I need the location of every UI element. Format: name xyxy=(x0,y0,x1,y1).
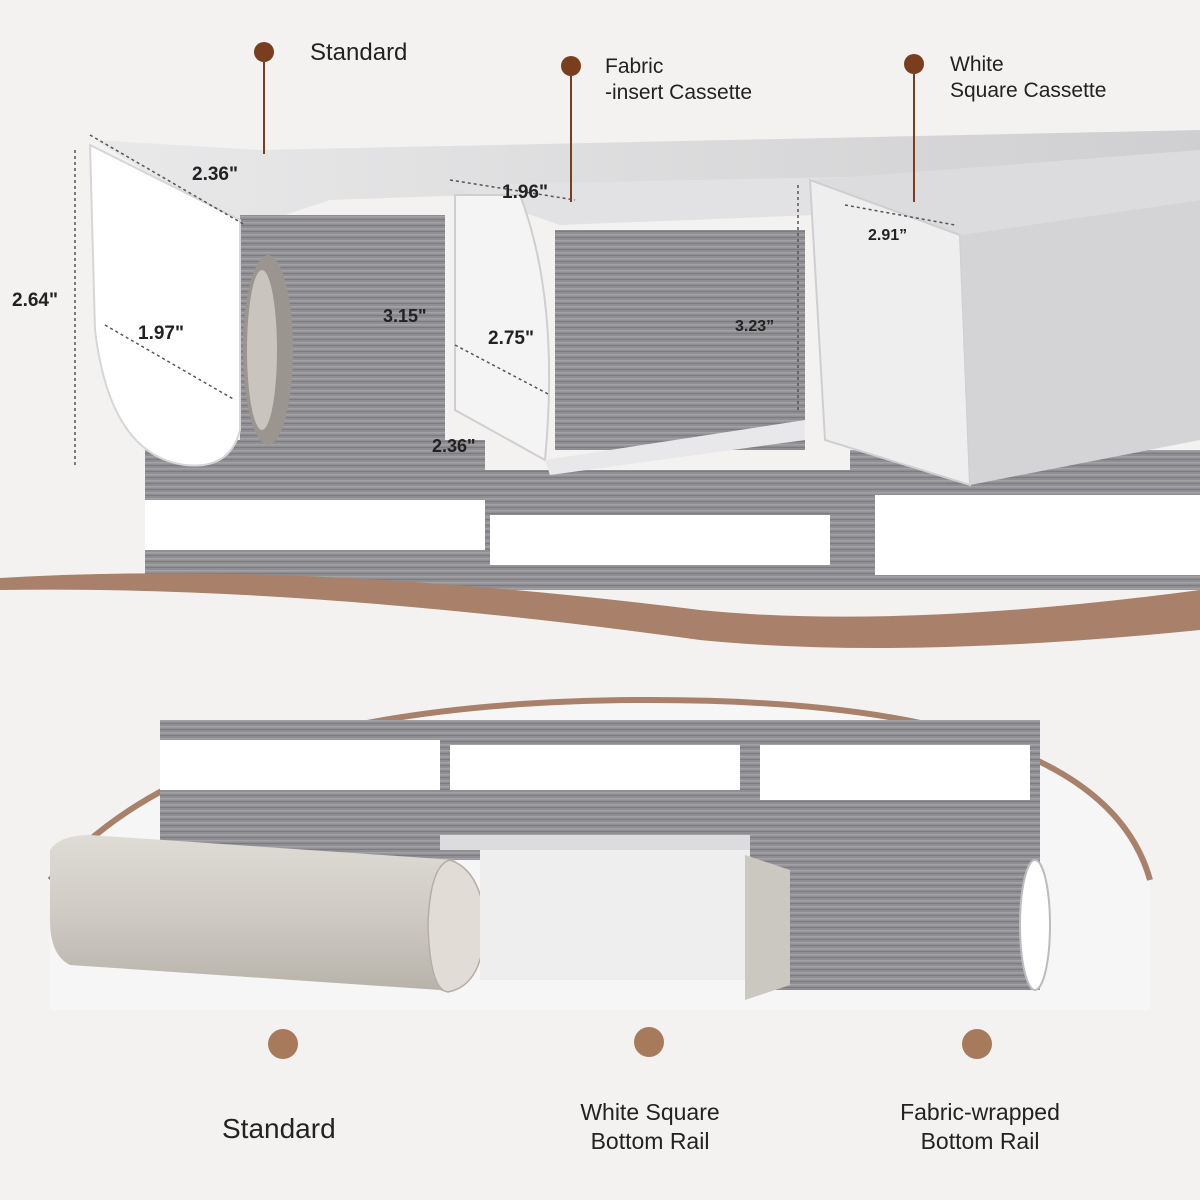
fabric-insert-cassette-leader xyxy=(570,76,572,202)
white-square-line1: White xyxy=(950,53,1004,76)
white-square-cassette xyxy=(808,150,1200,487)
standard-cassette xyxy=(88,130,1200,467)
fabric-insert-line1: Fabric xyxy=(605,55,664,78)
standard-cassette-leader xyxy=(263,62,265,154)
white-square-rail-line2: Bottom Rail xyxy=(590,1127,710,1154)
fabric-wrapped-bottom-rail xyxy=(1019,859,1051,991)
fabric-insert-cassette-label: Fabric -insert Cassette xyxy=(605,54,752,107)
section-divider-arc xyxy=(0,573,1200,648)
white-square-cassette-label: White Square Cassette xyxy=(950,52,1106,105)
white-square-line2: Square Cassette xyxy=(950,79,1107,103)
fabric-wrapped-rail-marker xyxy=(962,1029,992,1059)
dim-standard-depth: 2.36" xyxy=(192,164,238,185)
white-square-rail-label: White Square Bottom Rail xyxy=(560,1098,740,1156)
fabric-insert-cassette-marker xyxy=(561,56,581,76)
fabric-wrapped-rail-line2: Bottom Rail xyxy=(920,1127,1040,1154)
white-square-cassette-leader xyxy=(913,74,915,202)
fabric-wrapped-rail-line1: Fabric-wrapped xyxy=(900,1099,1060,1125)
dim-white-square-depth: 2.91” xyxy=(868,227,908,244)
white-square-rail-marker xyxy=(634,1027,664,1057)
standard-cassette-label: Standard xyxy=(310,39,408,66)
dim-standard-fabric: 3.15" xyxy=(383,306,427,326)
fabric-insert-line2: -insert Cassette xyxy=(605,81,753,105)
standard-bottom-rail xyxy=(50,835,486,993)
dim-fabric-insert-fabric: 3.23” xyxy=(735,318,775,335)
dimension-lines xyxy=(74,134,956,465)
fabric-wrapped-rail-label: Fabric-wrapped Bottom Rail xyxy=(880,1098,1080,1156)
dim-fabric-insert-bottom: 2.36" xyxy=(432,436,476,456)
dim-fabric-insert-depth: 1.96" xyxy=(502,182,548,203)
standard-rail-marker xyxy=(268,1029,298,1059)
white-square-cassette-marker xyxy=(904,54,924,74)
white-square-bottom-rail xyxy=(440,835,790,1000)
white-square-rail-line1: White Square xyxy=(580,1099,720,1125)
dim-standard-inner: 1.97" xyxy=(138,323,184,344)
dim-fabric-insert-height: 2.75" xyxy=(488,328,534,349)
standard-cassette-marker xyxy=(254,42,274,62)
top-fabric-panels xyxy=(145,440,1200,590)
standard-rail-label: Standard xyxy=(222,1113,336,1144)
dim-standard-height: 2.64" xyxy=(12,290,58,311)
